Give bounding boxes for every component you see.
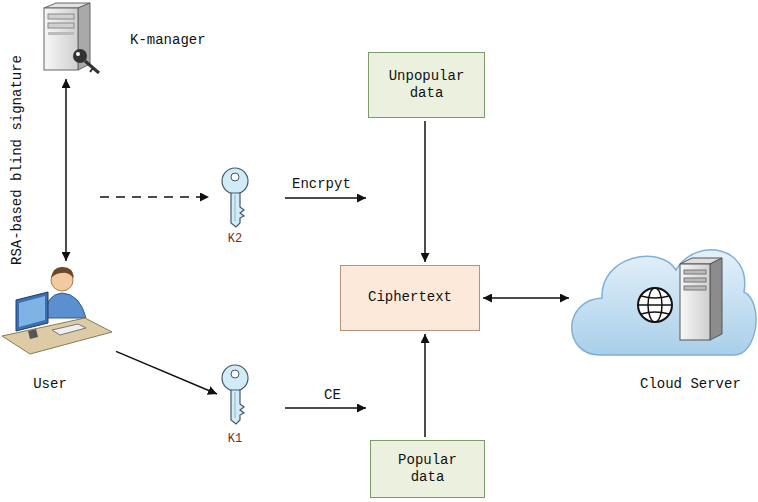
edge-label: RSA-based blind signature — [9, 53, 27, 267]
box-label: Popular data — [381, 452, 474, 487]
icon-label: Cloud Server — [640, 376, 741, 394]
user-node: User — [3, 264, 113, 356]
connector-arrow — [424, 334, 426, 437]
data-box: Unpopular data — [368, 52, 485, 118]
box-label: Ciphertext — [368, 289, 452, 307]
icon-label: K1 — [228, 432, 242, 447]
encrypt-arrow — [285, 197, 366, 199]
ciphertext-box: Ciphertext — [340, 265, 480, 331]
server-icon — [44, 3, 99, 73]
arrow-label: CE — [322, 387, 343, 405]
box-label: Unpopular data — [379, 68, 474, 103]
connector-arrow — [424, 121, 426, 262]
key-node: K1 — [220, 363, 250, 425]
icon-label: K-manager — [130, 32, 206, 50]
data-box: Popular data — [370, 440, 485, 498]
arrow-label: Encrpyt — [290, 176, 353, 194]
ce-arrow — [285, 407, 366, 409]
user-icon — [2, 267, 112, 354]
connector-arrow — [116, 351, 217, 394]
server-node: K-manager — [35, 0, 101, 76]
dashed-arrow — [100, 196, 209, 198]
connector-arrow — [483, 297, 569, 299]
icon-label: K2 — [228, 232, 242, 247]
icon-label: User — [33, 376, 67, 394]
cloud-icon — [572, 250, 756, 355]
key-node: K2 — [220, 166, 250, 228]
key-icon — [222, 168, 248, 227]
key-icon — [222, 365, 248, 424]
connector-arrow — [65, 79, 67, 261]
cloud-node: Cloud Server — [572, 240, 757, 358]
